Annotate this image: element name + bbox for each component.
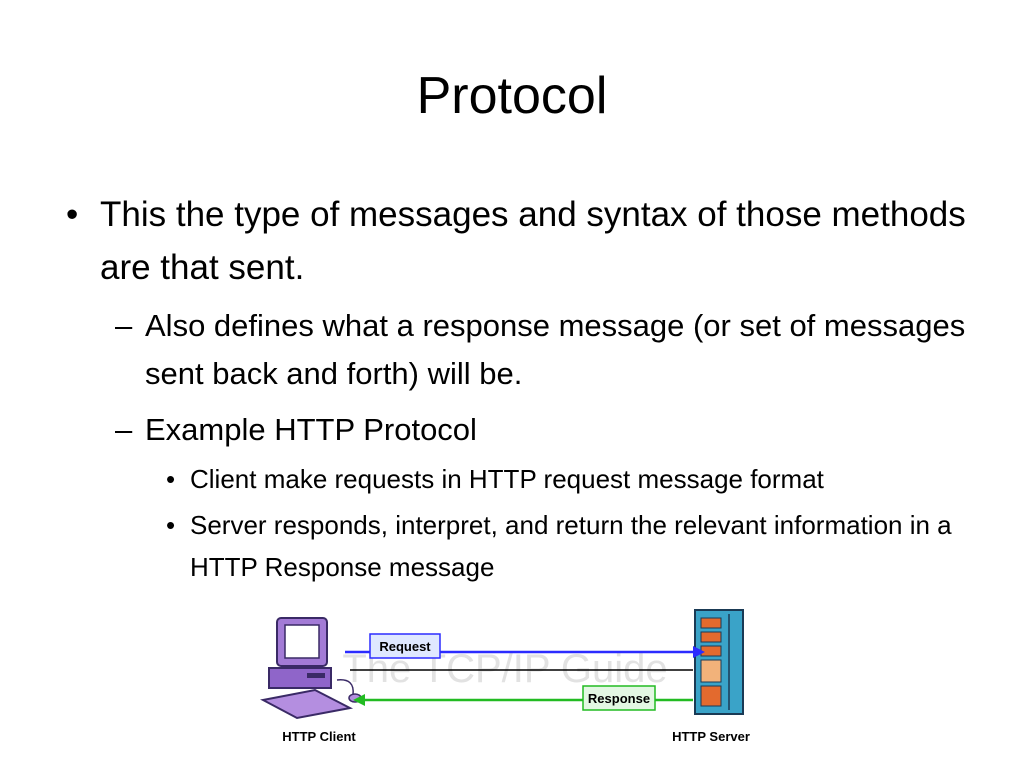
sub-bullet: – Example HTTP Protocol	[115, 406, 980, 454]
sub-sub-bullet-text: Server responds, interpret, and return t…	[190, 510, 952, 582]
bullet-dot-icon: •	[66, 195, 79, 234]
server-icon	[694, 609, 744, 715]
bullet-dot-icon: •	[166, 510, 176, 540]
client-label: HTTP Client	[282, 729, 356, 744]
request-label: Request	[379, 639, 431, 654]
bullet-text: This the type of messages and syntax of …	[100, 195, 966, 287]
bullet-level1: • This the type of messages and syntax o…	[60, 188, 980, 294]
dash-icon: –	[115, 308, 133, 343]
sub-sub-bullet-text: Client make requests in HTTP request mes…	[190, 464, 824, 494]
dash-icon: –	[115, 412, 133, 447]
http-diagram-svg: The TCP/IP Guide	[260, 609, 750, 744]
sub-bullet: – Also defines what a response message (…	[115, 302, 980, 398]
sub-sub-bullet: • Client make requests in HTTP request m…	[166, 458, 980, 500]
request-arrow: Request	[345, 633, 705, 659]
slide-title: Protocol	[416, 67, 608, 125]
server-label: HTTP Server	[672, 729, 750, 744]
bullet-dot-icon: •	[166, 464, 176, 494]
sub-sub-bullet: • Server responds, interpret, and return…	[166, 504, 980, 588]
computer-icon	[260, 617, 362, 720]
sub-bullet-text: Example HTTP Protocol	[145, 412, 477, 447]
response-label: Response	[588, 691, 650, 706]
response-arrow: Response	[353, 685, 693, 711]
sub-bullet-text: Also defines what a response message (or…	[145, 308, 966, 391]
http-diagram: The TCP/IP Guide	[255, 600, 775, 760]
bullet-list: • This the type of messages and syntax o…	[60, 188, 980, 588]
